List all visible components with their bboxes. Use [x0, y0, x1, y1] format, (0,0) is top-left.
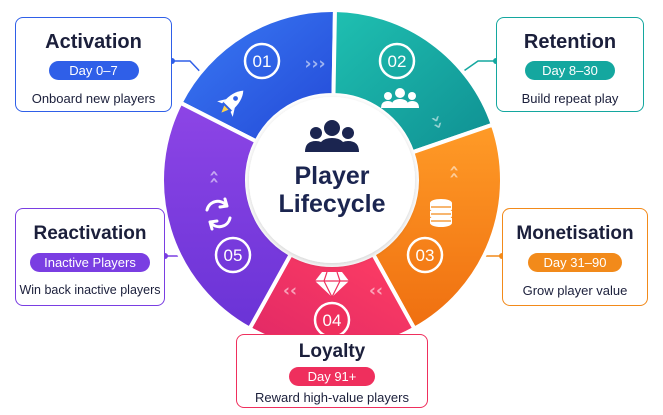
stage-badge: Day 0–7	[48, 61, 139, 80]
center-title-line1: Player	[294, 162, 369, 190]
center-title-line2: Lifecycle	[278, 190, 385, 218]
people-icon	[381, 88, 419, 108]
stage-card-reactivation: Reactivation Inactive Players Win back i…	[15, 208, 165, 306]
stage-badge: Day 91+	[289, 367, 375, 386]
stage-number-02: 02	[388, 52, 407, 71]
stage-card-activation: Activation Day 0–7 Onboard new players	[15, 17, 172, 112]
stage-card-monetisation: Monetisation Day 31–90 Grow player value	[502, 208, 648, 306]
flow-arrows-icon: ››	[444, 165, 464, 179]
segment-content: 01 ››› 02 ››	[204, 42, 464, 339]
stage-number-circle-05	[214, 236, 252, 274]
rocket-icon	[217, 90, 244, 117]
stage-number-01: 01	[253, 52, 272, 71]
stage-number-circle-02	[378, 42, 416, 80]
stage-number-03: 03	[416, 246, 435, 265]
stage-badge: Inactive Players	[30, 253, 150, 272]
flow-arrows-icon: ‹‹	[283, 281, 297, 301]
stage-number-circle-03	[406, 236, 444, 274]
flow-arrows-icon: ››	[425, 112, 449, 132]
ring-segment-reactivation	[160, 100, 294, 332]
flow-arrows-icon: ››	[204, 170, 224, 184]
stage-card-retention: Retention Day 8–30 Build repeat play	[496, 17, 644, 112]
ring-segment-activation	[177, 8, 338, 145]
stage-title: Monetisation	[516, 223, 634, 244]
ring-segment-retention	[331, 7, 496, 155]
stage-description: Reward high-value players	[255, 390, 409, 405]
stage-title: Activation	[45, 31, 142, 53]
stage-description: Grow player value	[522, 283, 628, 298]
stage-description: Build repeat play	[521, 91, 619, 106]
flow-arrows-icon: ‹‹	[369, 281, 383, 301]
stage-description: Onboard new players	[31, 91, 156, 106]
coin-stack-icon	[430, 199, 452, 227]
refresh-icon	[205, 197, 232, 231]
stage-number-04: 04	[323, 311, 342, 330]
stage-title: Reactivation	[33, 223, 147, 244]
diamond-icon	[315, 271, 349, 299]
stage-number-circle-01	[243, 42, 281, 80]
stage-title: Loyalty	[298, 341, 366, 362]
stage-badge: Day 31–90	[528, 253, 622, 272]
flow-arrows-icon: ›››	[304, 54, 325, 74]
group-of-people-icon	[305, 120, 359, 152]
stage-card-loyalty: Loyalty Day 91+ Reward high-value player…	[236, 334, 428, 408]
center-hub	[249, 97, 415, 263]
stage-badge: Day 8–30	[525, 61, 615, 80]
stage-title: Retention	[523, 31, 617, 53]
stage-number-05: 05	[224, 246, 243, 265]
stage-description: Win back inactive players	[19, 283, 161, 297]
